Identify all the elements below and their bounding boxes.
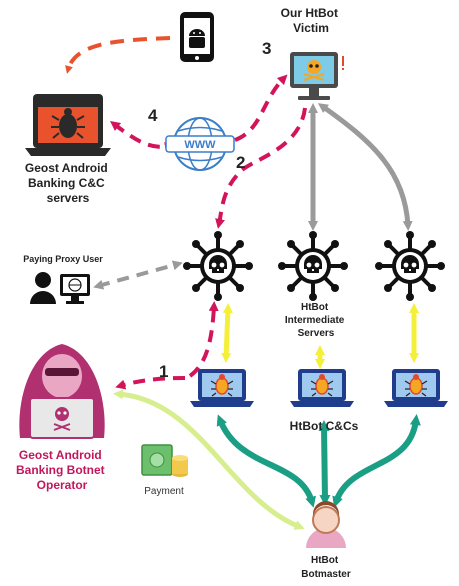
victim-computer-icon: [290, 52, 344, 100]
paying-proxy-user-icon: [30, 272, 90, 304]
step-number-4: 4: [148, 106, 158, 125]
arrow-laptop-to-operator: [115, 376, 186, 390]
botmaster-label: HtBot Botmaster: [301, 555, 351, 580]
payment-label: Payment: [144, 486, 184, 497]
www-text: WWW: [184, 139, 216, 151]
step-number-1: 1: [159, 362, 168, 381]
hacker-operator-icon: [19, 344, 105, 439]
arrow-victim-to-server: [215, 107, 307, 229]
intermediate-server-icon: [276, 229, 350, 303]
htbot-cc-laptop-icon: [383, 368, 449, 408]
arrow-www-to-victim: [234, 74, 288, 142]
geost-cc-label: Geost Android Banking C&C servers: [25, 161, 111, 205]
step-number-3: 3: [262, 39, 271, 58]
geost-cc-server-icon: [25, 94, 111, 156]
arrow-proxy-to-server: [93, 260, 183, 290]
arrow-geost-www: [110, 120, 175, 152]
www-globe-icon: WWW: [165, 117, 235, 171]
arrow-operator-botmaster: [113, 389, 305, 530]
htbot-cc-laptop-icon: [189, 368, 255, 408]
arrow-botmaster-cc2: [318, 420, 331, 506]
proxy-user-label: Paying Proxy User: [23, 254, 103, 264]
arrow-laptop-to-server: [188, 301, 219, 378]
intermediate-server-icon: [373, 229, 447, 303]
android-phone-icon: [180, 12, 214, 62]
arrow-botmaster-cc3: [332, 414, 421, 508]
htbot-cc-laptop-icon: [289, 368, 355, 408]
htbot-ccs-label: HtBot C&Cs: [290, 419, 359, 433]
payment-money-icon: [141, 444, 188, 477]
intermediate-server-icon: [181, 229, 255, 303]
operator-label: Geost Android Banking Botnet Operator: [16, 448, 108, 492]
botmaster-icon: [306, 501, 346, 548]
arrow-server1-laptop1: [221, 303, 233, 363]
victim-label: Our HtBot Victim: [281, 6, 342, 35]
step-number-2: 2: [236, 153, 245, 172]
arrow-victim-to-intermediate-2: [317, 103, 413, 231]
intermediate-servers-label: HtBot Intermediate Servers: [285, 302, 347, 339]
arrow-android-to-geost-cc: [65, 36, 171, 74]
